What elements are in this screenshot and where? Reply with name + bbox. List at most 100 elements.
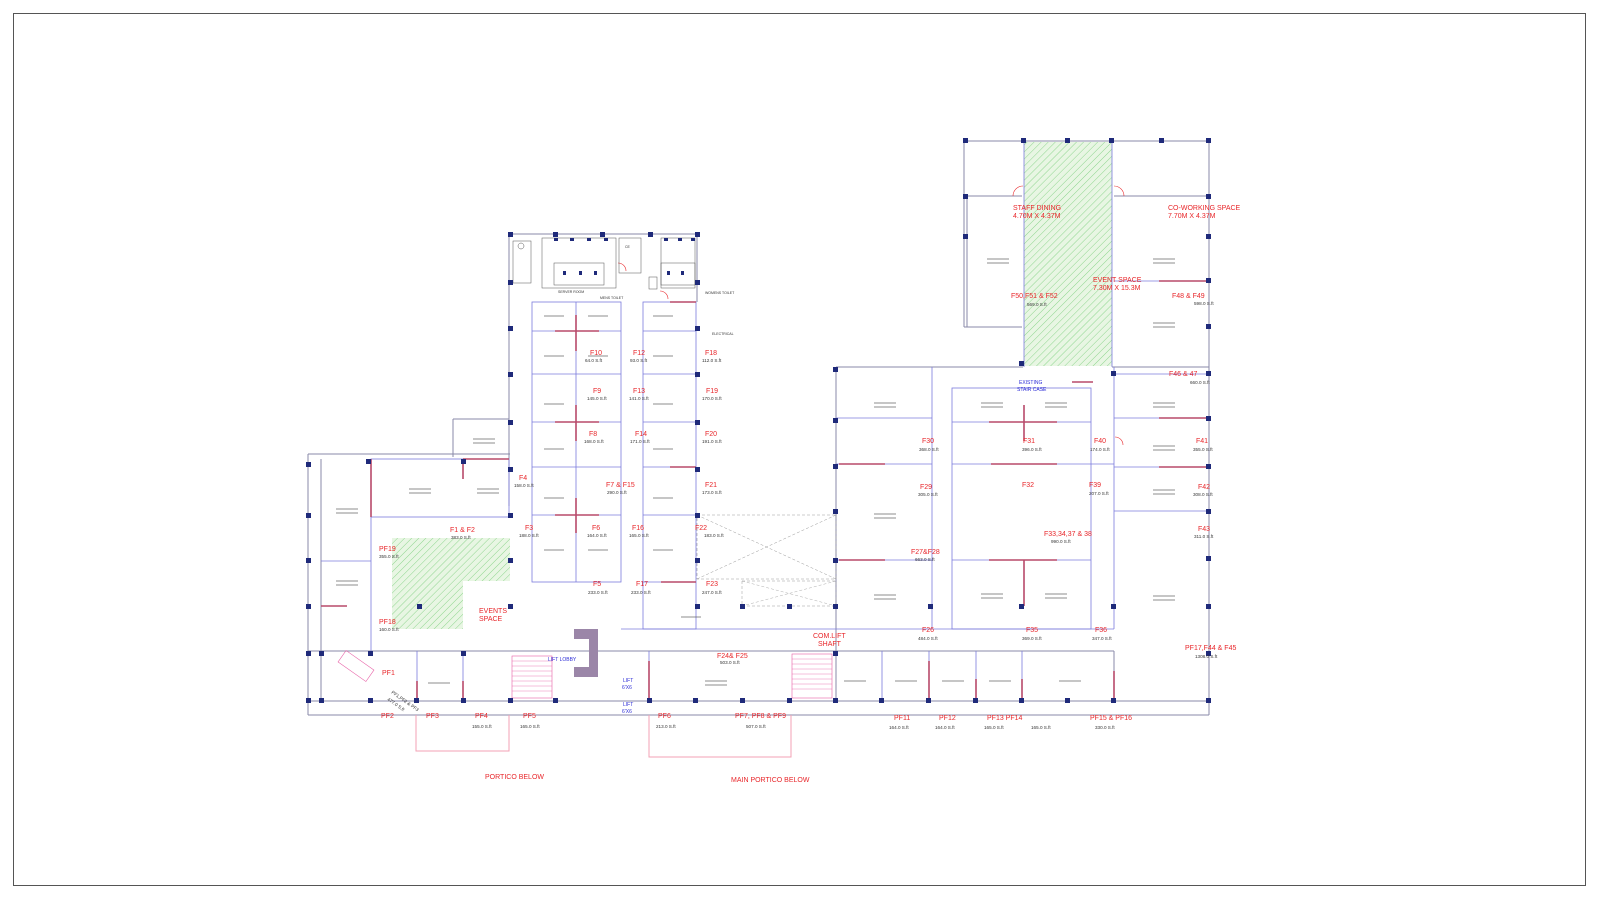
area-f9: 145.0 S.ft — [587, 396, 607, 401]
lift-shaft-void — [696, 514, 837, 607]
small-server-room: SERVER ROOM — [558, 290, 584, 294]
label-f19: F19 — [706, 388, 718, 395]
note-lift-a-size: 6'X6 — [622, 685, 632, 691]
label-main-portico-below: MAIN PORTICO BELOW — [731, 777, 810, 784]
area-co-working: 7.70M X 4.37M — [1168, 213, 1216, 220]
label-pf15-pf16: PF15 & PF16 — [1090, 715, 1132, 722]
area-f43: 311.0 S.ft — [1194, 534, 1214, 539]
label-f4: F4 — [519, 475, 527, 482]
label-pf7-pf9: PF7, PF8 & PF9 — [735, 713, 786, 720]
label-f18: F18 — [705, 350, 717, 357]
label-f26: F26 — [922, 627, 934, 634]
area-f16: 165.0 S.ft — [629, 533, 649, 538]
label-pf1: PF1 — [382, 670, 395, 677]
label-f41: F41 — [1196, 438, 1208, 445]
label-f14: F14 — [635, 431, 647, 438]
area-f36: 347.0 S.ft — [1092, 636, 1112, 641]
label-events-space: EVENTS — [479, 608, 507, 615]
stairs — [337, 650, 833, 699]
area-pf13: 165.0 S.ft — [984, 725, 1004, 730]
area-f7-f15: 290.0 S.ft — [607, 490, 627, 495]
drawing-frame: STAFF DINING 4.70M X 4.37M CO-WORKING SP… — [13, 13, 1586, 886]
area-f27-f28: 663.0 S.ft — [915, 557, 935, 562]
area-f26: 484.0 S.ft — [918, 636, 938, 641]
area-staff-dining: 4.70M X 4.37M — [1013, 213, 1061, 220]
label-pf2: PF2 — [381, 713, 394, 720]
label-pf4: PF4 — [475, 713, 488, 720]
note-existing-stair: EXISTING — [1019, 380, 1042, 386]
area-f13: 141.0 S.ft — [629, 396, 649, 401]
label-f5: F5 — [593, 581, 601, 588]
red-wall-segments — [321, 280, 1206, 699]
area-f3: 188.0 S.ft — [519, 533, 539, 538]
label-f10: F10 — [590, 350, 602, 357]
label-f36: F36 — [1095, 627, 1107, 634]
label-f39: F39 — [1089, 482, 1101, 489]
label-f21: F21 — [705, 482, 717, 489]
label-com-lift: COM.LIFT — [813, 633, 846, 640]
label-f24-f25: F24& F25 — [717, 653, 748, 660]
label-f43: F43 — [1198, 526, 1210, 533]
area-f18: 112.0 S.ft — [702, 358, 722, 363]
note-lift-b: LIFT — [623, 702, 633, 708]
area-f20: 191.0 S.ft — [702, 439, 722, 444]
small-ce: CE — [625, 245, 631, 249]
area-pf5: 165.0 S.ft — [520, 724, 540, 729]
area-f6: 164.0 S.ft — [587, 533, 607, 538]
area-f41: 355.0 S.ft — [1193, 447, 1213, 452]
label-f35: F35 — [1026, 627, 1038, 634]
label-event-space: EVENT SPACE — [1093, 277, 1142, 284]
area-f12: 93.0 S.ft — [630, 358, 648, 363]
toilet-fixtures — [512, 237, 696, 290]
label-f48: F48 & F49 — [1172, 293, 1205, 300]
event-space-hatch — [1024, 142, 1112, 366]
label-staff-dining: STAFF DINING — [1013, 205, 1061, 212]
note-existing-stair-2: STAIR CASE — [1017, 387, 1047, 393]
label-f8: F8 — [589, 431, 597, 438]
label-portico-below: PORTICO BELOW — [485, 774, 544, 781]
label-f46: F46 & 47 — [1169, 371, 1198, 378]
area-f21: 173.0 S.ft — [702, 490, 722, 495]
area-f33: 990.0 S.ft — [1051, 539, 1071, 544]
label-pf17: PF17,F44 & F45 — [1185, 645, 1236, 652]
label-pf3: PF3 — [426, 713, 439, 720]
area-f1-f2: 383.0 S.ft — [451, 535, 471, 540]
label-f7-f15: F7 & F15 — [606, 482, 635, 489]
area-pf7-pf9: 507.0 S.ft — [746, 724, 766, 729]
area-pf11: 164.0 S.ft — [889, 725, 909, 730]
area-f22: 183.0 S.ft — [704, 533, 724, 538]
portico-outlines — [415, 715, 792, 758]
columns — [306, 138, 1211, 703]
label-f6: F6 — [592, 525, 600, 532]
label-pf13-pf14: PF13 PF14 — [987, 715, 1023, 722]
area-f17: 233.0 S.ft — [631, 590, 651, 595]
area-f14: 171.0 S.ft — [630, 439, 650, 444]
small-electrical: ELECTRICAL — [712, 332, 734, 336]
area-pf15-pf16: 330.0 S.ft — [1095, 725, 1115, 730]
label-events-space-2: SPACE — [479, 616, 503, 623]
label-com-lift-2: SHAFT — [818, 641, 842, 648]
area-pf17: 1308.0 S.ft — [1195, 654, 1218, 659]
label-co-working: CO-WORKING SPACE — [1168, 205, 1241, 212]
note-lift-a: LIFT — [623, 678, 633, 684]
area-f23: 247.0 S.ft — [702, 590, 722, 595]
lift-core — [574, 629, 598, 677]
furniture-dashes — [336, 258, 1175, 686]
door-swings — [617, 185, 1125, 446]
area-pf12: 164.0 S.ft — [935, 725, 955, 730]
area-f46: 660.0 S.ft — [1190, 380, 1210, 385]
area-f19: 170.0 S.ft — [702, 396, 722, 401]
label-f42: F42 — [1198, 484, 1210, 491]
label-f12: F12 — [633, 350, 645, 357]
label-f27-f28: F27&F28 — [911, 549, 940, 556]
label-pf12: PF12 — [939, 715, 956, 722]
area-pf6: 213.0 S.ft — [656, 724, 676, 729]
label-f9: F9 — [593, 388, 601, 395]
area-f50: 569.0 S.ft — [1027, 302, 1047, 307]
note-lift-lobby: LIFT LOBBY — [548, 657, 577, 663]
label-f1-f2: F1 & F2 — [450, 527, 475, 534]
area-f24-f25: 503.0 S.ft — [720, 660, 740, 665]
label-f50: F50,F51 & F52 — [1011, 293, 1058, 300]
label-f23: F23 — [706, 581, 718, 588]
small-womens-toilet: WOMENS TOILET — [705, 291, 735, 295]
